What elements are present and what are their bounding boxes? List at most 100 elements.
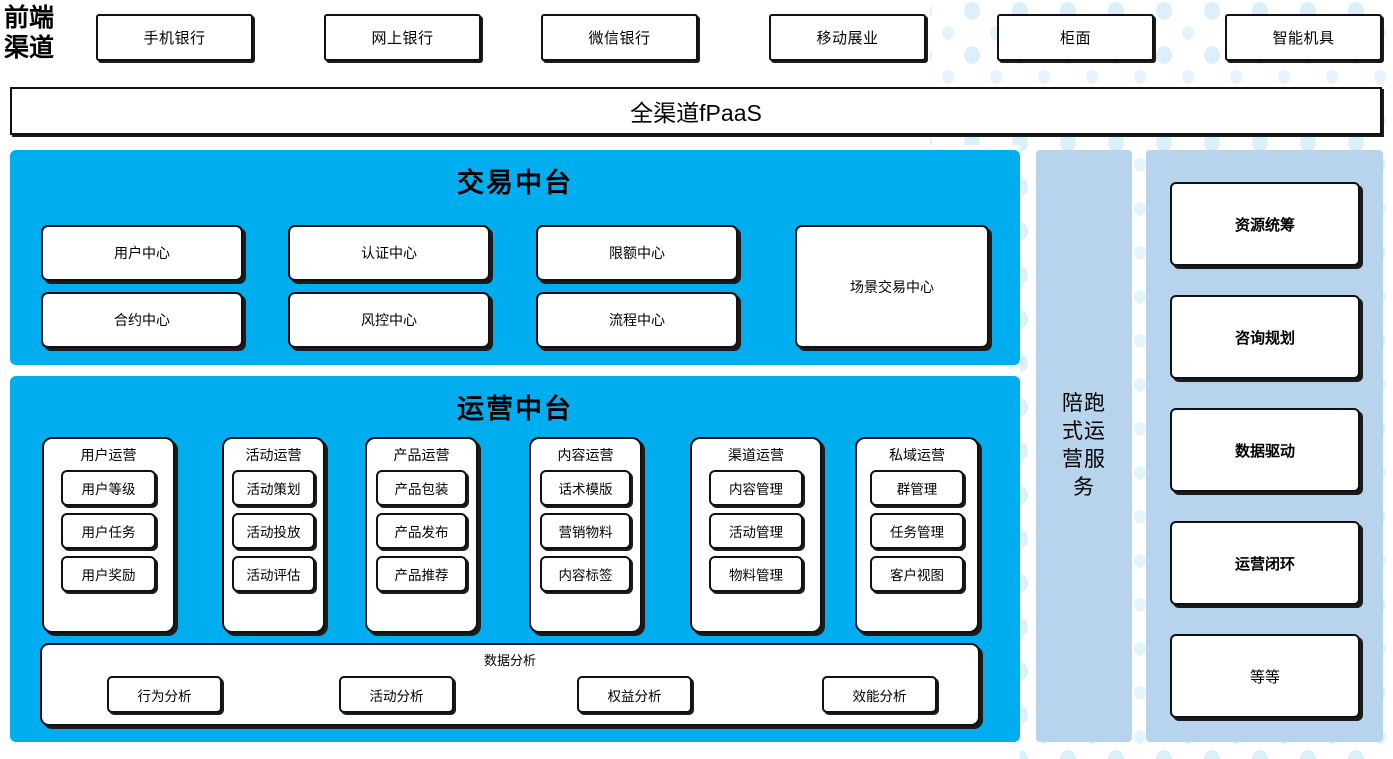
operation-group-title: 内容运营	[557, 447, 614, 463]
operation-item-label: 群管理	[896, 482, 938, 497]
operation-item-label: 活动管理	[729, 525, 783, 540]
operation-item[interactable]: 内容管理	[709, 470, 803, 506]
operation-item[interactable]: 物料管理	[709, 556, 803, 592]
capability-label: 风控中心	[361, 312, 417, 328]
capability-label: 合约中心	[114, 312, 170, 328]
operation-item-label: 活动投放	[246, 525, 301, 540]
operation-item-label: 活动策划	[246, 482, 301, 497]
capability-card-risk-center[interactable]: 风控中心	[288, 292, 490, 348]
right-card-label: 咨询规划	[1234, 329, 1295, 347]
right-card-label: 等等	[1249, 668, 1280, 686]
right-card-label: 运营闭环	[1234, 555, 1295, 573]
operation-group-title: 渠道运营	[728, 447, 784, 463]
capability-card-user-center[interactable]: 用户中心	[41, 225, 243, 281]
analysis-item-label: 效能分析	[852, 688, 907, 704]
channel-label: 微信银行	[588, 30, 651, 47]
right-card-resource-coordination[interactable]: 资源统筹	[1170, 182, 1360, 266]
operation-item[interactable]: 内容标签	[540, 556, 631, 592]
analysis-item-label: 活动分析	[369, 688, 424, 704]
operation-item-label: 内容管理	[729, 482, 783, 497]
operation-group-private-domain[interactable]: 私域运营 群管理 任务管理 客户视图	[855, 437, 979, 633]
operation-item-label: 活动评估	[246, 568, 301, 583]
operation-item[interactable]: 产品推荐	[376, 556, 467, 592]
operation-item-label: 话术模版	[558, 482, 613, 497]
operation-group-title: 产品运营	[393, 447, 450, 463]
channel-button-counter[interactable]: 柜面	[997, 14, 1154, 61]
analysis-item-behavior[interactable]: 行为分析	[107, 676, 222, 713]
operation-item[interactable]: 话术模版	[540, 470, 631, 506]
operation-item-label: 产品包装	[394, 482, 449, 497]
right-card-label: 数据驱动	[1234, 442, 1295, 460]
analysis-item-label: 行为分析	[137, 688, 192, 704]
operation-item-label: 客户视图	[890, 568, 944, 583]
operation-item[interactable]: 用户任务	[61, 513, 156, 549]
capability-label: 限额中心	[609, 245, 665, 261]
operation-item-label: 物料管理	[729, 568, 783, 583]
front-channel-caption: 前端 渠道	[4, 4, 90, 64]
right-card-consulting-planning[interactable]: 咨询规划	[1170, 295, 1360, 379]
analysis-item-efficiency[interactable]: 效能分析	[822, 676, 937, 713]
analysis-item-label: 权益分析	[607, 688, 662, 704]
operation-item[interactable]: 产品包装	[376, 470, 467, 506]
front-channel-caption-line1: 前端	[4, 5, 55, 32]
operation-item-label: 产品发布	[394, 525, 449, 540]
operation-item[interactable]: 产品发布	[376, 513, 467, 549]
capability-label: 流程中心	[609, 312, 665, 328]
operation-group-title: 私域运营	[889, 447, 945, 463]
operation-item-label: 用户任务	[81, 525, 136, 540]
operation-item-label: 用户等级	[81, 482, 136, 497]
right-card-data-driven[interactable]: 数据驱动	[1170, 408, 1360, 492]
analysis-item-campaign[interactable]: 活动分析	[339, 676, 454, 713]
channel-button-wechat-bank[interactable]: 微信银行	[541, 14, 698, 61]
operation-group-channel[interactable]: 渠道运营 内容管理 活动管理 物料管理	[690, 437, 822, 633]
capability-card-process-center[interactable]: 流程中心	[536, 292, 738, 348]
channel-label: 移动展业	[816, 30, 879, 47]
operation-item[interactable]: 活动策划	[232, 470, 315, 506]
operation-group-content[interactable]: 内容运营 话术模版 营销物料 内容标签	[529, 437, 642, 633]
operation-item[interactable]: 客户视图	[870, 556, 964, 592]
operation-platform-title: 运营中台	[457, 394, 573, 424]
capability-card-auth-center[interactable]: 认证中心	[288, 225, 490, 281]
operation-group-campaign[interactable]: 活动运营 活动策划 活动投放 活动评估	[222, 437, 325, 633]
operation-item-label: 产品推荐	[394, 568, 449, 583]
operation-item[interactable]: 群管理	[870, 470, 964, 506]
front-channel-caption-line2: 渠道	[4, 35, 55, 62]
right-card-label: 资源统筹	[1234, 216, 1295, 234]
operation-item[interactable]: 任务管理	[870, 513, 964, 549]
service-column[interactable]: 陪跑式运营服务	[1036, 150, 1132, 742]
capability-label: 认证中心	[361, 245, 417, 261]
operation-group-user[interactable]: 用户运营 用户等级 用户任务 用户奖励	[42, 437, 175, 633]
fpaas-bar[interactable]: 全渠道fPaaS	[10, 87, 1382, 135]
data-analysis-box[interactable]: 数据分析 行为分析 活动分析 权益分析 效能分析	[40, 643, 980, 726]
channel-label: 手机银行	[143, 30, 206, 47]
operation-item[interactable]: 活动投放	[232, 513, 315, 549]
channel-button-smart-machine[interactable]: 智能机具	[1225, 14, 1382, 61]
capability-card-limit-center[interactable]: 限额中心	[536, 225, 738, 281]
capability-label: 用户中心	[114, 245, 170, 261]
fpaas-label: 全渠道fPaaS	[630, 100, 762, 126]
operation-group-product[interactable]: 产品运营 产品包装 产品发布 产品推荐	[365, 437, 478, 633]
operation-item[interactable]: 活动评估	[232, 556, 315, 592]
service-column-label: 陪跑式运营服务	[1062, 392, 1106, 499]
data-analysis-title: 数据分析	[483, 653, 536, 668]
operation-item-label: 营销物料	[558, 525, 613, 540]
right-card-operation-closed-loop[interactable]: 运营闭环	[1170, 521, 1360, 605]
right-card-etc[interactable]: 等等	[1170, 634, 1360, 718]
channel-button-mobile-business[interactable]: 移动展业	[769, 14, 926, 61]
operation-item[interactable]: 活动管理	[709, 513, 803, 549]
operation-group-title: 活动运营	[245, 447, 302, 463]
operation-item[interactable]: 用户等级	[61, 470, 156, 506]
transaction-platform-title: 交易中台	[457, 168, 573, 198]
channel-label: 网上银行	[371, 30, 434, 47]
channel-button-mobile-bank[interactable]: 手机银行	[96, 14, 253, 61]
analysis-item-benefit[interactable]: 权益分析	[577, 676, 692, 713]
operation-item-label: 任务管理	[890, 525, 944, 540]
channel-label: 柜面	[1059, 30, 1091, 47]
operation-item[interactable]: 营销物料	[540, 513, 631, 549]
capability-card-contract-center[interactable]: 合约中心	[41, 292, 243, 348]
capability-card-scenario-transaction-center[interactable]: 场景交易中心	[795, 225, 989, 348]
operation-item[interactable]: 用户奖励	[61, 556, 156, 592]
channel-button-internet-bank[interactable]: 网上银行	[324, 14, 481, 61]
operation-group-title: 用户运营	[80, 447, 137, 463]
channel-label: 智能机具	[1272, 30, 1335, 47]
